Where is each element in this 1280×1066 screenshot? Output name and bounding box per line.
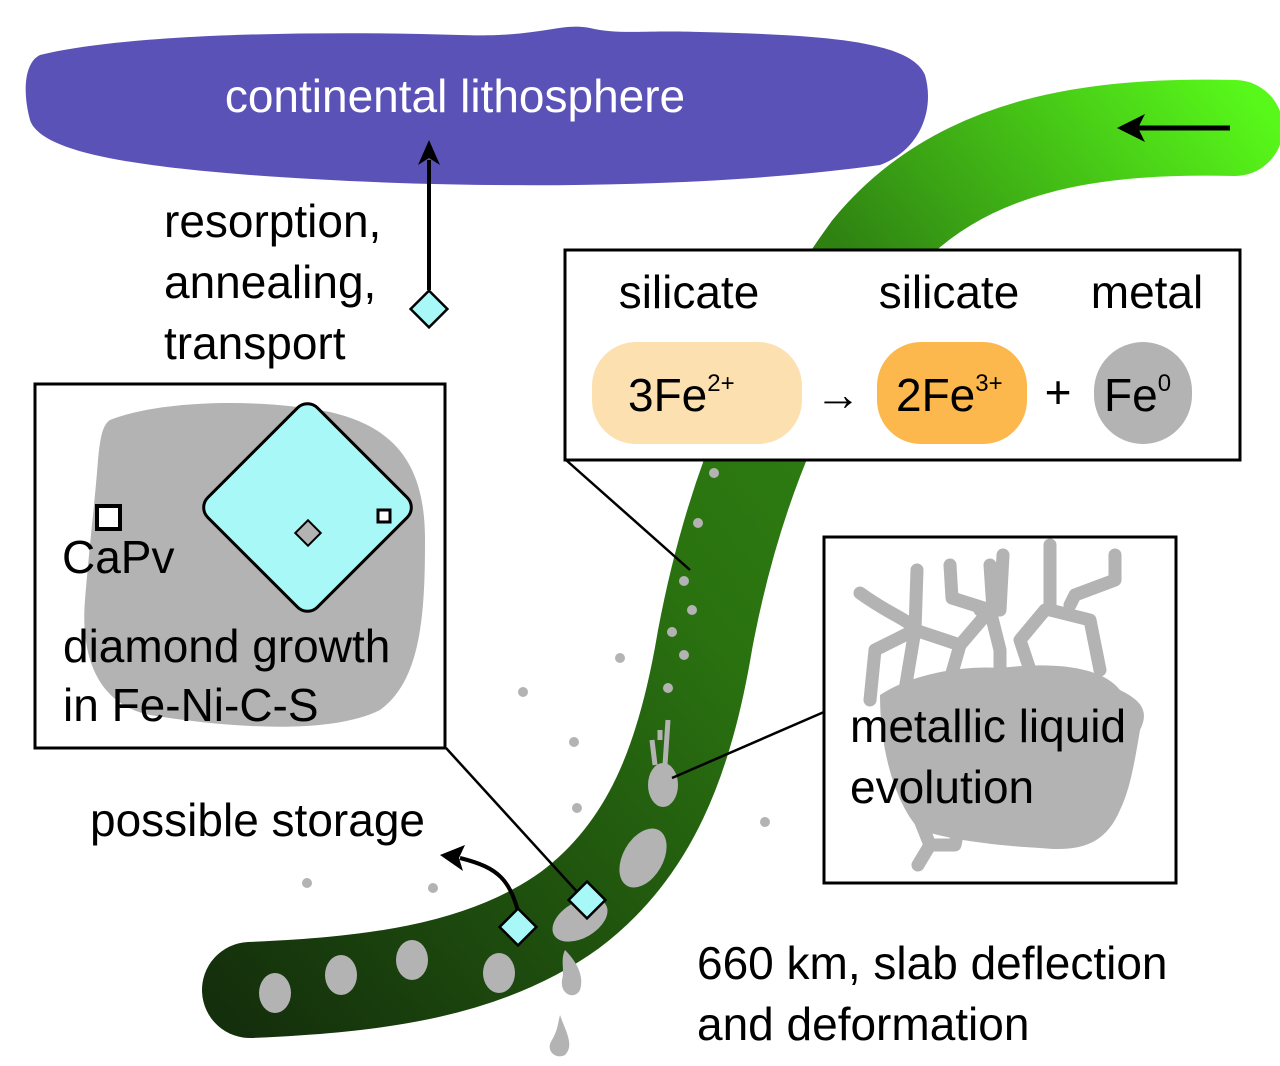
evolution-label: evolution xyxy=(850,761,1034,813)
possible-storage-label: possible storage xyxy=(90,794,425,846)
fe3-box xyxy=(877,342,1027,444)
slab-diamond-icon xyxy=(566,879,608,921)
fe2-formula: 3Fe2+ xyxy=(628,369,735,421)
fe0-formula: Fe0 xyxy=(1104,369,1171,421)
diamond-growth-label: diamond growth xyxy=(63,620,390,672)
capv-inclusion-icon xyxy=(95,504,122,531)
plus-sign: + xyxy=(1045,366,1072,418)
reaction-arrow: → xyxy=(815,368,861,420)
metallic-liquid-blob xyxy=(880,665,1144,850)
slab-deflection-label: 660 km, slab deflection xyxy=(697,937,1168,989)
lithosphere-label: continental lithosphere xyxy=(225,70,685,122)
fe3-formula: 2Fe3+ xyxy=(896,369,1003,421)
diamond-icon xyxy=(408,288,450,330)
upward-transport-arrow-icon xyxy=(418,140,440,290)
deformation-label: and deformation xyxy=(697,998,1029,1050)
fe2-coef: 3Fe xyxy=(628,369,707,421)
metal-header: metal xyxy=(1091,266,1203,318)
silicate-header-1: silicate xyxy=(619,266,760,318)
fe0-box xyxy=(1094,342,1192,444)
transport-label: transport xyxy=(164,317,346,369)
fe3-charge: 3+ xyxy=(975,370,1002,397)
annealing-label: annealing, xyxy=(164,256,376,308)
fe0-charge: 0 xyxy=(1158,370,1171,397)
continental-lithosphere-shape xyxy=(25,26,929,186)
capv-inclusion-small-icon xyxy=(376,508,392,524)
slab-direction-arrow-icon xyxy=(1117,114,1230,142)
silicate-header-2: silicate xyxy=(879,266,1020,318)
storage-diamond-icon xyxy=(497,906,539,948)
fe2-charge: 2+ xyxy=(707,370,734,397)
fe2-box xyxy=(592,342,802,444)
resorption-label: resorption, xyxy=(164,195,381,247)
metal-inclusion-icon xyxy=(293,518,323,548)
fe0-coef: Fe xyxy=(1104,369,1158,421)
large-diamond-icon xyxy=(202,402,413,613)
storage-arrow-icon xyxy=(440,845,522,919)
subducting-slab xyxy=(202,79,1280,1038)
fe3-coef: 2Fe xyxy=(896,369,975,421)
capv-label: CaPv xyxy=(62,531,174,583)
metallic-liquid-label: metallic liquid xyxy=(850,700,1126,752)
fe-ni-c-s-label: in Fe-Ni-C-S xyxy=(63,679,319,731)
